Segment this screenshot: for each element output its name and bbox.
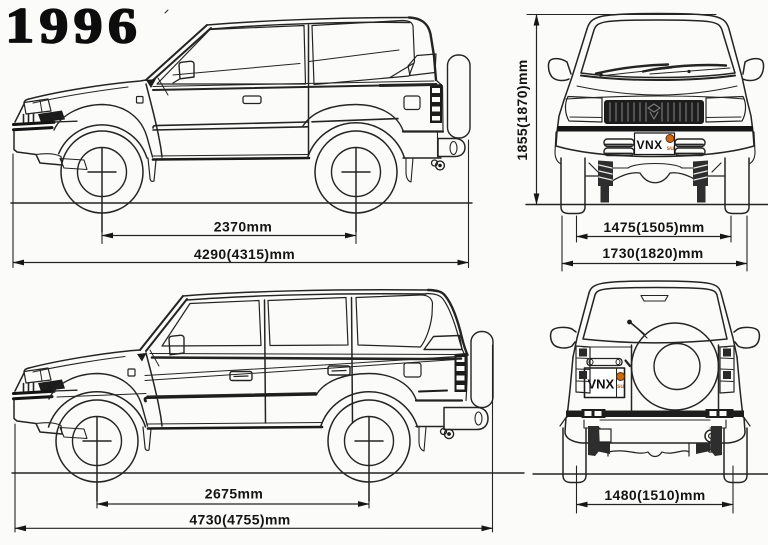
svg-text:2370mm: 2370mm xyxy=(214,219,272,235)
svg-text:4290(4315)mm: 4290(4315)mm xyxy=(194,246,295,262)
svg-text:1480(1510)mm: 1480(1510)mm xyxy=(604,487,705,503)
svg-text:1475(1505)mm: 1475(1505)mm xyxy=(603,219,704,235)
svg-text:VNX: VNX xyxy=(637,138,663,152)
svg-text:su: su xyxy=(617,384,624,390)
svg-text:su: su xyxy=(667,145,675,152)
svg-text:1730(1820)mm: 1730(1820)mm xyxy=(602,245,703,261)
svg-text:VNX: VNX xyxy=(588,377,615,392)
svg-text:4730(4755)mm: 4730(4755)mm xyxy=(189,511,290,527)
svg-text:1855(1870)mm: 1855(1870)mm xyxy=(514,59,530,160)
svg-text:2675mm: 2675mm xyxy=(205,486,263,502)
svg-text:1996: 1996 xyxy=(5,0,142,53)
